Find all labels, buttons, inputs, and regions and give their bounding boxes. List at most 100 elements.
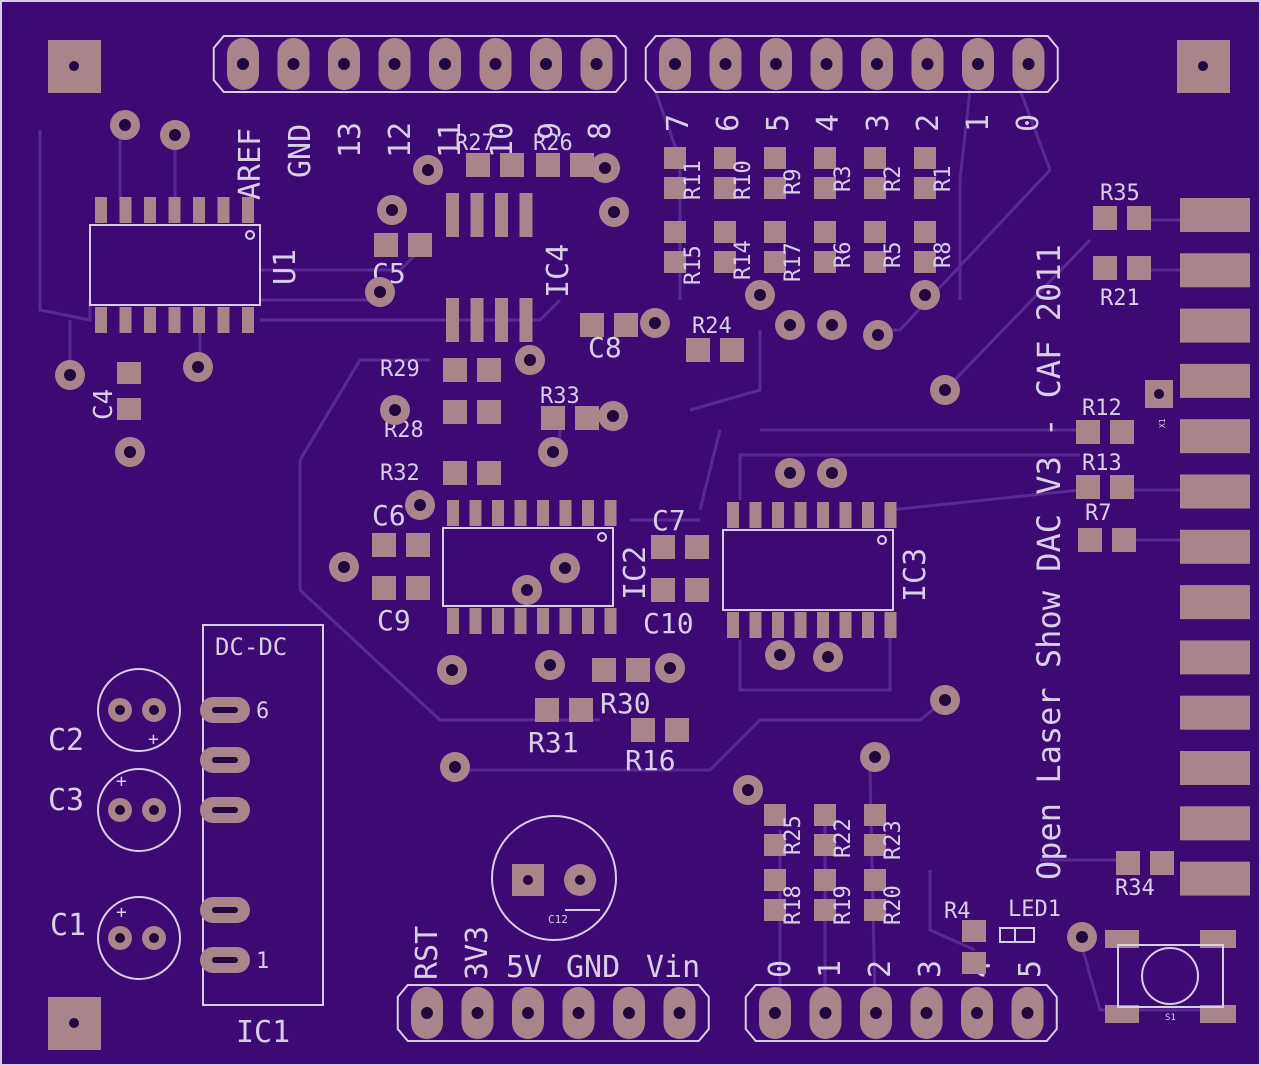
part-r26[interactable]: R26 bbox=[533, 131, 594, 177]
part-c6[interactable]: C6 bbox=[372, 499, 430, 557]
analog-label-3: 3 bbox=[913, 960, 948, 978]
part-c8[interactable]: C8 bbox=[580, 313, 638, 364]
part-r5[interactable]: R5 bbox=[864, 221, 906, 273]
part-c7[interactable]: C7 bbox=[651, 504, 709, 559]
part-r11[interactable]: R11 bbox=[664, 147, 706, 200]
part-r7[interactable]: R7 bbox=[1078, 501, 1136, 552]
part-c10[interactable]: C10 bbox=[643, 578, 709, 640]
header-top-left[interactable] bbox=[212, 35, 627, 93]
led-led1[interactable]: R4 LED1 bbox=[944, 897, 1061, 974]
part-r28[interactable]: R28 bbox=[384, 400, 501, 443]
part-r32[interactable]: R32 bbox=[380, 461, 501, 486]
label-r22: R22 bbox=[831, 818, 856, 858]
part-r25[interactable]: R25 bbox=[764, 804, 806, 856]
part-r27[interactable]: R27 bbox=[455, 131, 524, 177]
capacitor-c3[interactable]: + C3 bbox=[48, 768, 181, 852]
edge-pad-0[interactable] bbox=[1180, 198, 1250, 232]
part-r8[interactable]: R8 bbox=[914, 221, 956, 273]
part-r16[interactable]: R16 bbox=[625, 718, 689, 777]
ic3-pin-bottom-2 bbox=[772, 612, 784, 638]
part-r2[interactable]: R2 bbox=[864, 147, 906, 199]
ic-ic2[interactable]: IC2 bbox=[442, 500, 653, 634]
edge-pad-12[interactable] bbox=[1180, 861, 1250, 896]
part-r19[interactable]: R19 bbox=[814, 869, 856, 925]
header-bottom-left[interactable] bbox=[396, 984, 710, 1042]
part-r31[interactable]: R31 bbox=[528, 698, 593, 759]
edge-pad-11[interactable] bbox=[1180, 806, 1250, 841]
part-r18[interactable]: R18 bbox=[764, 869, 806, 925]
edge-connector[interactable] bbox=[1180, 198, 1250, 896]
part-r24[interactable]: R24 bbox=[686, 314, 744, 362]
capacitor-c2[interactable]: + C2 bbox=[48, 668, 181, 758]
part-r10[interactable]: R10 bbox=[714, 147, 756, 200]
ic2-pin-top-7 bbox=[604, 500, 617, 526]
label-r21: R21 bbox=[1100, 286, 1140, 311]
ic-ic4[interactable]: IC4 bbox=[446, 193, 576, 342]
part-c4[interactable]: C4 bbox=[89, 362, 141, 420]
part-r15[interactable]: R15 bbox=[664, 221, 706, 285]
edge-pad-10[interactable] bbox=[1180, 751, 1250, 785]
header-top-right[interactable] bbox=[644, 35, 1059, 93]
label-r6: R6 bbox=[831, 242, 856, 269]
switch-s1[interactable]: S1 bbox=[1105, 930, 1236, 1023]
label-r27: R27 bbox=[455, 131, 495, 156]
label-r31: R31 bbox=[528, 726, 579, 759]
label-r12: R12 bbox=[1082, 396, 1122, 421]
part-r33[interactable]: R33 bbox=[540, 384, 599, 430]
part-r14[interactable]: R14 bbox=[714, 221, 756, 280]
ic3-pin-bottom-0 bbox=[727, 612, 739, 638]
label-r1: R1 bbox=[931, 166, 956, 193]
ic-ic1-dcdc[interactable]: DC-DC 6 1 IC1 bbox=[200, 624, 324, 1050]
label-r5: R5 bbox=[881, 242, 906, 269]
part-r34[interactable]: R34 bbox=[1115, 851, 1174, 901]
part-c9[interactable]: C9 bbox=[372, 576, 430, 637]
part-r29[interactable]: R29 bbox=[380, 357, 501, 382]
part-r30[interactable]: R30 bbox=[592, 658, 651, 720]
edge-pad-8[interactable] bbox=[1180, 640, 1250, 675]
header-bottom-right[interactable] bbox=[744, 984, 1058, 1042]
label-r32: R32 bbox=[380, 461, 420, 486]
ic2-pin-bottom-1 bbox=[469, 608, 482, 634]
part-r6[interactable]: R6 bbox=[814, 221, 856, 273]
part-r20[interactable]: R20 bbox=[864, 869, 906, 925]
ic-u1[interactable]: U1 bbox=[89, 197, 303, 333]
capacitor-c12[interactable]: C12 bbox=[491, 815, 617, 941]
u1-pin-top-4 bbox=[193, 197, 205, 223]
analog-label-0: 0 bbox=[763, 960, 798, 978]
part-r9[interactable]: R9 bbox=[764, 147, 806, 199]
crystal-x1[interactable]: X1 bbox=[1145, 380, 1173, 428]
edge-pad-7[interactable] bbox=[1180, 585, 1250, 620]
edge-pad-1[interactable] bbox=[1180, 253, 1250, 288]
edge-pad-6[interactable] bbox=[1180, 529, 1250, 564]
part-r22[interactable]: R22 bbox=[814, 804, 856, 858]
edge-pad-2[interactable] bbox=[1180, 308, 1250, 343]
pin-label-0: 0 bbox=[1011, 114, 1046, 132]
edge-pad-4[interactable] bbox=[1180, 419, 1250, 454]
ic4-pin-top-3 bbox=[519, 193, 533, 237]
part-r3[interactable]: R3 bbox=[814, 147, 856, 199]
part-r12[interactable]: R12 bbox=[1076, 396, 1134, 444]
ic-ic3[interactable]: IC3 bbox=[722, 502, 933, 638]
edge-pad-5[interactable] bbox=[1180, 474, 1250, 509]
pin-label-aref: AREF bbox=[233, 128, 268, 200]
part-r13[interactable]: R13 bbox=[1076, 451, 1134, 499]
ic-label-ic4: IC4 bbox=[541, 244, 576, 298]
part-r23[interactable]: R23 bbox=[864, 804, 906, 860]
mounting-holes bbox=[48, 40, 1230, 1050]
part-r17[interactable]: R17 bbox=[764, 221, 806, 282]
label-c9: C9 bbox=[377, 604, 411, 637]
part-r21[interactable]: R21 bbox=[1093, 256, 1151, 311]
edge-pad-3[interactable] bbox=[1180, 363, 1250, 398]
cap-label-c1: C1 bbox=[50, 908, 86, 943]
label-r24: R24 bbox=[692, 314, 732, 339]
edge-pad-9[interactable] bbox=[1180, 695, 1250, 730]
ic2-pin-top-3 bbox=[514, 500, 527, 526]
capacitor-c1[interactable]: + C1 bbox=[50, 896, 181, 980]
part-r1[interactable]: R1 bbox=[914, 147, 956, 199]
part-r35[interactable]: R35 bbox=[1093, 181, 1151, 230]
crystal-label-x1: X1 bbox=[1158, 418, 1167, 428]
u1-pin-bottom-5 bbox=[217, 307, 230, 333]
cap-label-c2: C2 bbox=[48, 723, 84, 758]
header-bottom-left-labels: RST 3V3 5V GND Vin bbox=[410, 926, 700, 985]
